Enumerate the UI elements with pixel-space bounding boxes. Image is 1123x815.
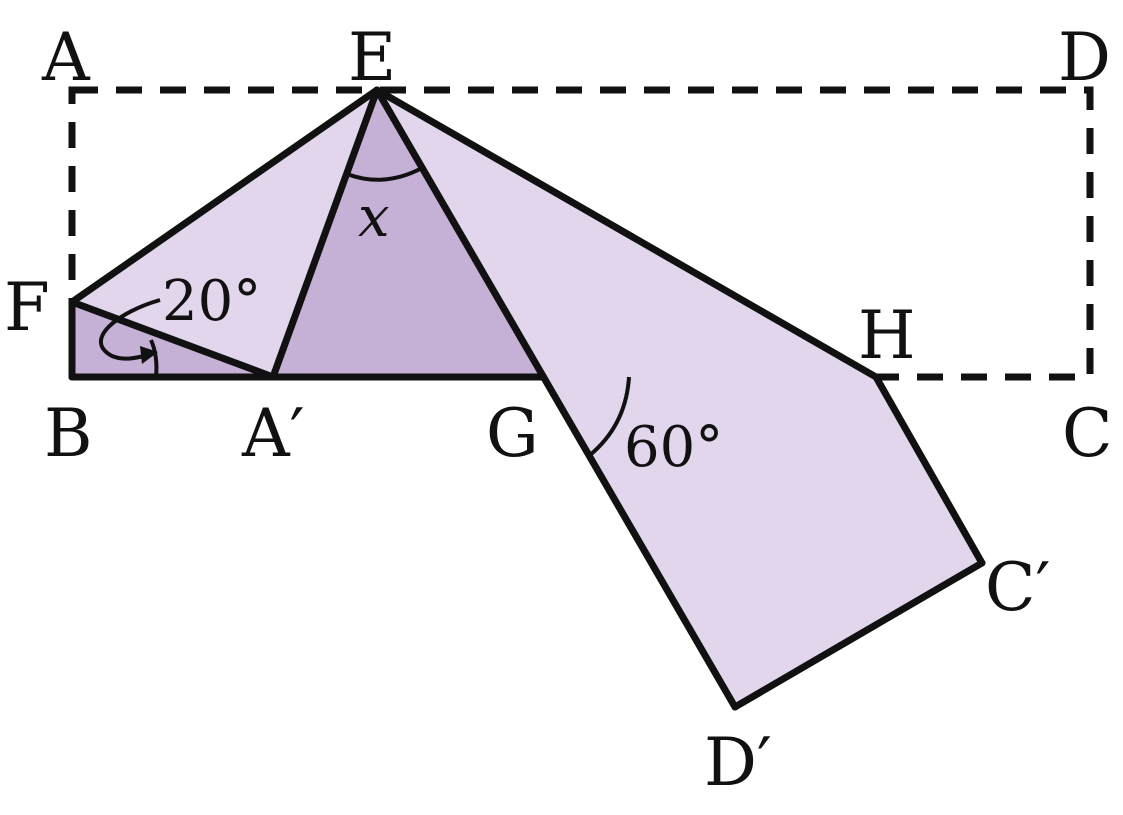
angle-label-20: 20° xyxy=(162,269,261,334)
original-rectangle-dashed xyxy=(68,86,1094,381)
label-A: A xyxy=(41,19,91,96)
angle-arc-60 xyxy=(588,376,631,457)
label-B: B xyxy=(44,395,93,472)
angle-label-60: 60° xyxy=(624,415,723,480)
angle-20-pointer-arrowhead xyxy=(140,346,158,364)
angle-20-pointer-curve xyxy=(98,298,161,361)
folded-flap-region xyxy=(377,90,982,707)
label-G: G xyxy=(486,395,539,472)
label-H: H xyxy=(858,297,916,374)
label-D-prime: D′ xyxy=(704,724,772,801)
label-C: C xyxy=(1062,395,1113,472)
label-D: D xyxy=(1058,19,1111,96)
label-C-prime: C′ xyxy=(985,549,1050,626)
edge-Cprime-Dprime xyxy=(731,559,986,711)
label-A-prime: A′ xyxy=(241,395,305,472)
edge-F-Aprime xyxy=(68,298,277,381)
triangle-E-Aprime-G-region xyxy=(273,90,541,377)
label-E: E xyxy=(348,19,396,96)
angle-arc-x xyxy=(346,166,423,182)
edge-F-E xyxy=(68,86,381,306)
label-F: F xyxy=(4,269,50,346)
edge-E-Aprime xyxy=(269,86,381,381)
solid-edges xyxy=(68,86,986,711)
angle-arc-20 xyxy=(149,339,159,378)
edge-H-Cprime xyxy=(872,373,986,567)
edge-E-Dprime xyxy=(373,86,739,711)
angle-label-x: x xyxy=(358,185,390,250)
edge-E-H xyxy=(373,86,880,381)
